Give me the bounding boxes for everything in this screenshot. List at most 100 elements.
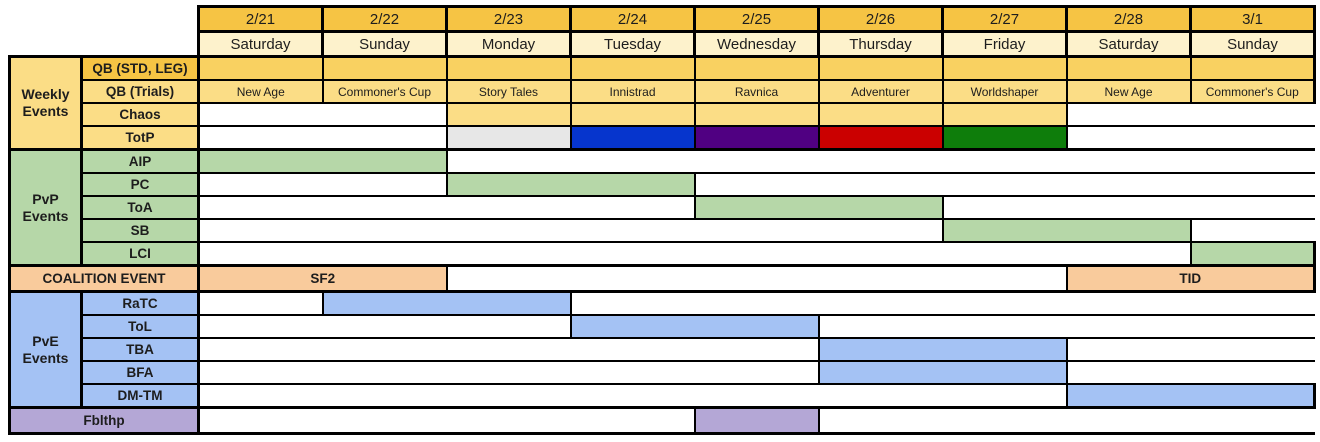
bar-lci	[1189, 241, 1316, 267]
bar-pc	[445, 172, 696, 197]
empty-cell	[446, 148, 1315, 174]
row-tol: ToL	[10, 314, 1315, 339]
empty-cell	[1066, 337, 1315, 362]
totp-cell-green	[941, 125, 1068, 151]
qb-trials-day-cell: Worldshaper	[941, 79, 1068, 104]
qb-trials-day-cell: New Age	[1065, 79, 1192, 104]
row-tba: TBA	[10, 337, 1315, 362]
empty-cell	[198, 102, 447, 127]
row-label-qb-trials: QB (Trials)	[80, 79, 200, 104]
weekday-header-cell: Tuesday	[569, 30, 696, 58]
qb-std-leg-day-cell	[197, 55, 324, 81]
row-dm-tm: DM-TM	[10, 383, 1316, 409]
bar-sf2: SF2	[197, 264, 448, 293]
row-label-fblthp: Fblthp	[8, 406, 200, 435]
group-pvp-events: PvP Events	[8, 148, 83, 267]
empty-cell	[198, 406, 695, 435]
row-aip: PvP Events AIP	[8, 148, 1315, 267]
bar-dm-tm	[1065, 383, 1316, 409]
row-label-tba: TBA	[80, 337, 200, 362]
row-label-pc: PC	[80, 172, 200, 197]
qb-trials-day-cell: Ravnica	[693, 79, 820, 104]
bar-sb	[941, 218, 1192, 243]
qb-trials-day-cell: Commoner's Cup	[1189, 79, 1316, 104]
chaos-day-cell	[445, 102, 572, 127]
empty-cell	[1066, 125, 1315, 151]
row-label-tol: ToL	[80, 314, 200, 339]
totp-cell-purple	[693, 125, 820, 151]
row-label-qb-std-leg: QB (STD, LEG)	[80, 55, 200, 81]
bar-bfa	[817, 360, 1068, 385]
weekday-header-cell: Saturday	[1065, 30, 1192, 58]
row-label-chaos: Chaos	[80, 102, 200, 127]
row-label-coalition-event: COALITION EVENT	[8, 264, 200, 293]
row-sb: SB	[10, 218, 1315, 243]
date-header-row: 2/21 2/22 2/23 2/24 2/25 2/26 2/27 2/28 …	[9, 5, 1316, 33]
totp-cell-blue	[569, 125, 696, 151]
date-header-cell: 2/27	[941, 5, 1068, 33]
qb-std-leg-day-cell	[1189, 55, 1316, 81]
qb-std-leg-day-cell	[941, 55, 1068, 81]
row-lci: LCI	[10, 241, 1316, 267]
chaos-day-cell	[569, 102, 696, 127]
weekday-header-row: Saturday Sunday Monday Tuesday Wednesday…	[9, 30, 1316, 58]
date-header-cell: 2/26	[817, 5, 944, 33]
row-label-aip: AIP	[80, 148, 200, 174]
chaos-day-cell	[941, 102, 1068, 127]
group-pve-events: PvE Events	[8, 290, 83, 409]
totp-cell-gray	[445, 125, 572, 151]
row-fblthp: Fblthp	[8, 406, 1315, 435]
empty-cell	[942, 195, 1315, 220]
row-label-lci: LCI	[80, 241, 200, 267]
empty-cell	[1066, 102, 1315, 127]
qb-std-leg-day-cell	[445, 55, 572, 81]
qb-trials-day-cell: Commoner's Cup	[321, 79, 448, 104]
bar-tid: TID	[1065, 264, 1316, 293]
empty-cell	[198, 218, 943, 243]
header-spacer	[9, 6, 199, 32]
schedule-table: 2/21 2/22 2/23 2/24 2/25 2/26 2/27 2/28 …	[8, 5, 1316, 435]
qb-std-leg-day-cell	[569, 55, 696, 81]
chaos-day-cell	[693, 102, 820, 127]
qb-std-leg-day-cell	[1065, 55, 1192, 81]
qb-std-leg-day-cell	[817, 55, 944, 81]
row-label-totp: TotP	[80, 125, 200, 151]
date-header-cell: 2/24	[569, 5, 696, 33]
empty-cell	[694, 172, 1315, 197]
group-weekly-events: Weekly Events	[8, 55, 83, 151]
row-bfa: BFA	[10, 360, 1315, 385]
qb-trials-day-cell: Adventurer	[817, 79, 944, 104]
empty-cell	[818, 406, 1315, 435]
row-label-dm-tm: DM-TM	[80, 383, 200, 409]
bar-tol	[569, 314, 820, 339]
empty-cell	[818, 314, 1315, 339]
weekday-header-cell: Wednesday	[693, 30, 820, 58]
empty-cell	[198, 195, 695, 220]
empty-cell	[198, 383, 1067, 409]
row-chaos: Chaos	[10, 102, 1315, 127]
chaos-day-cell	[817, 102, 944, 127]
qb-trials-day-cell: Innistrad	[569, 79, 696, 104]
date-header-cell: 2/22	[321, 5, 448, 33]
bar-toa	[693, 195, 944, 220]
row-totp: TotP	[10, 125, 1315, 151]
empty-cell	[1190, 218, 1315, 243]
empty-cell	[198, 337, 819, 362]
date-header-cell: 2/28	[1065, 5, 1192, 33]
weekday-header-cell: Sunday	[1189, 30, 1316, 58]
row-label-sb: SB	[80, 218, 200, 243]
weekday-header-cell: Sunday	[321, 30, 448, 58]
row-qb-trials: QB (Trials) New Age Commoner's Cup Story…	[10, 79, 1316, 104]
row-toa: ToA	[10, 195, 1315, 220]
empty-cell	[198, 125, 447, 151]
bar-fblthp	[693, 406, 820, 435]
bar-aip	[197, 148, 448, 174]
empty-cell	[446, 264, 1067, 293]
row-coalition-event: COALITION EVENT SF2 TID	[8, 264, 1316, 293]
row-label-bfa: BFA	[80, 360, 200, 385]
date-header-cell: 2/25	[693, 5, 820, 33]
date-header-cell: 3/1	[1189, 5, 1316, 33]
bar-tba	[817, 337, 1068, 362]
row-label-toa: ToA	[80, 195, 200, 220]
date-header-cell: 2/21	[197, 5, 324, 33]
